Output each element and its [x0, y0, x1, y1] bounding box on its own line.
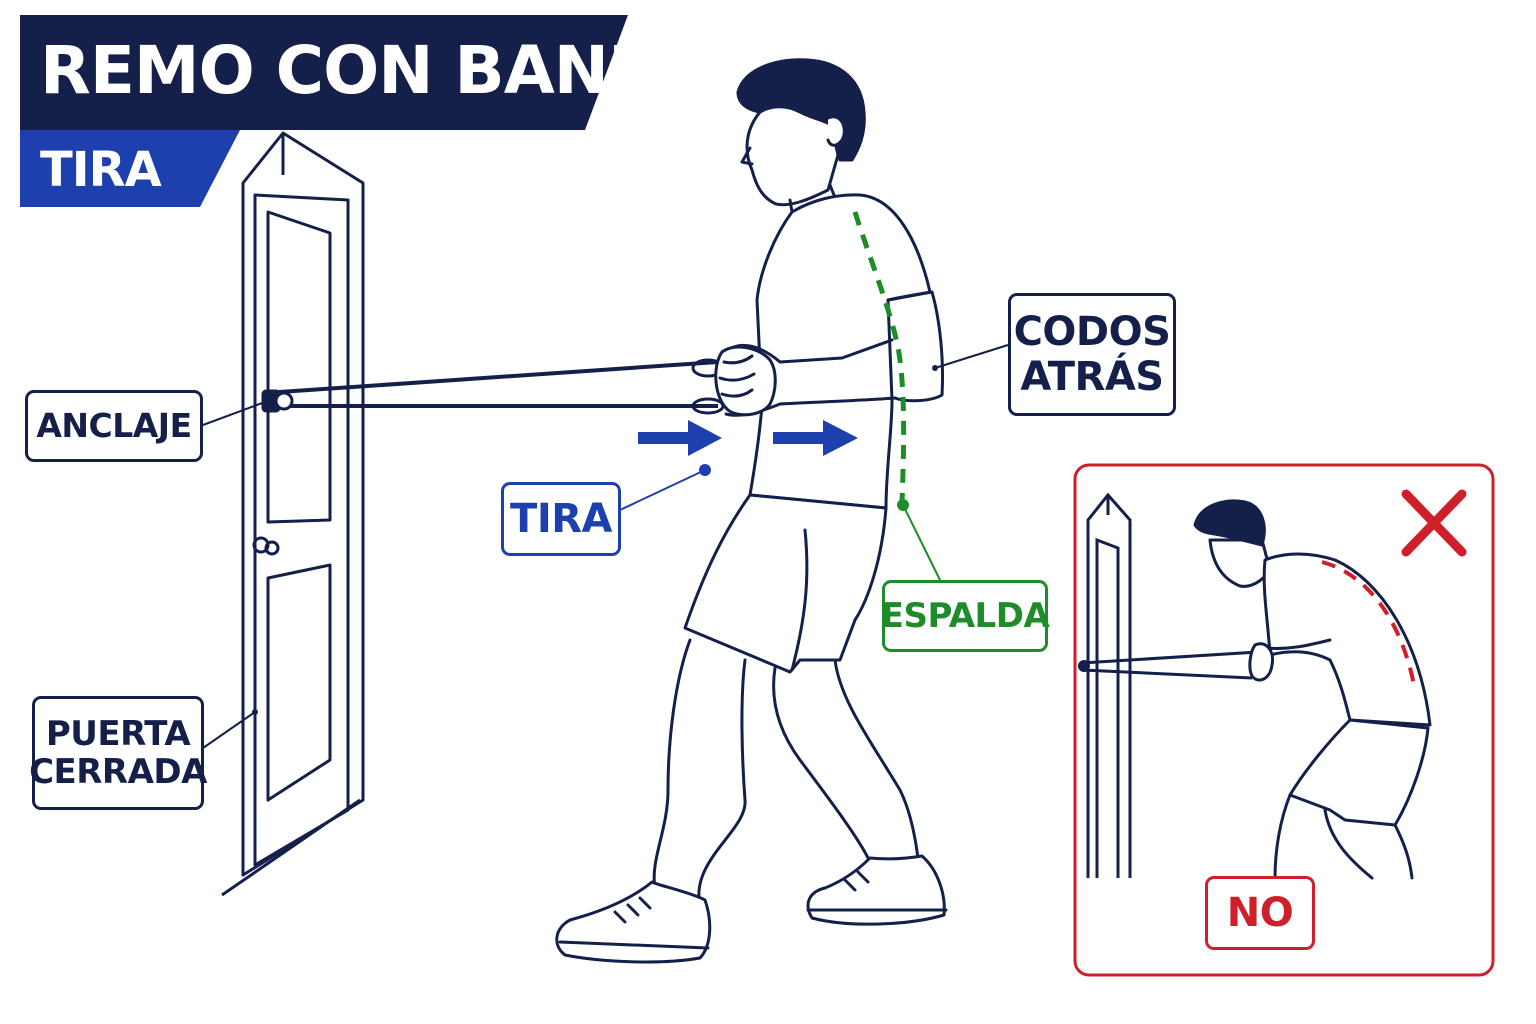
man-figure	[555, 58, 948, 964]
back-label: ESPALDA	[881, 580, 1050, 652]
left-shoe	[555, 880, 712, 964]
resistance-band	[261, 358, 725, 415]
right-shoe	[806, 854, 948, 926]
header-banner	[20, 15, 628, 207]
page-title: REMO CON BANDA	[40, 32, 713, 109]
arrow-right-icon	[638, 420, 722, 456]
wrong-example-panel	[1073, 463, 1495, 977]
door-label: PUERTA CERRADA	[29, 696, 207, 810]
pull-arrows	[638, 420, 858, 456]
anchor-label: ANCLAJE	[25, 390, 203, 462]
leader-lines	[202, 344, 1009, 749]
door	[221, 131, 365, 897]
door-knob	[252, 536, 280, 556]
shirt	[748, 193, 932, 510]
wrong-label: NO	[1205, 876, 1315, 950]
shorts	[683, 493, 888, 674]
head	[736, 58, 866, 207]
x-mark-icon	[1401, 489, 1467, 557]
elbows-label: CODOS ATRÁS	[1008, 293, 1176, 416]
page-subtitle: TIRA	[40, 142, 162, 198]
back-line	[852, 211, 941, 581]
arrow-right-icon	[773, 420, 858, 456]
hands	[714, 345, 777, 417]
pull-label: TIRA	[501, 482, 621, 556]
